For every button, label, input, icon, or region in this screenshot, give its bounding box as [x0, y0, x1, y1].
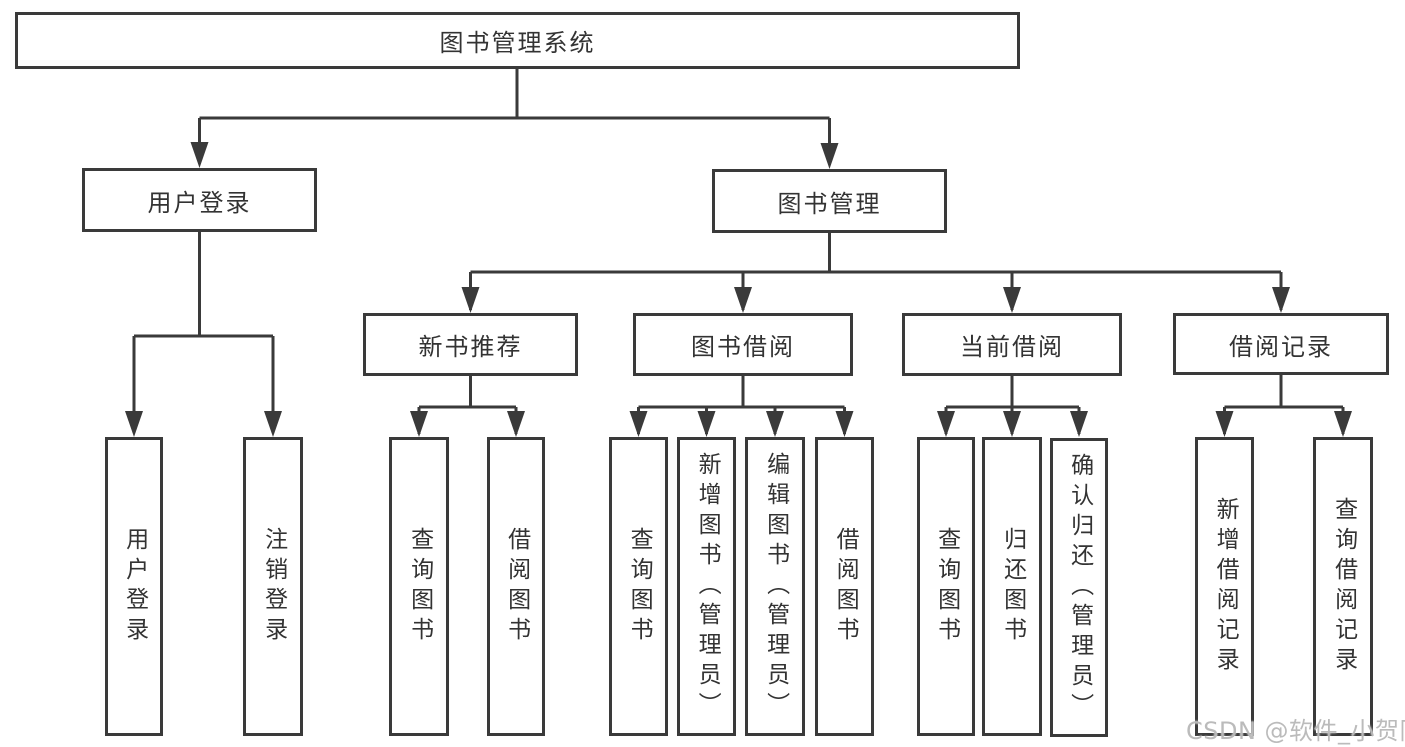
leaf-add-borrow-record: 新增借阅记录: [1195, 437, 1254, 736]
node-book-management: 图书管理: [712, 169, 947, 233]
leaf-query-borrow-record: 查询借阅记录: [1313, 437, 1373, 736]
node-borrow-records: 借阅记录: [1173, 313, 1389, 375]
leaf-query-books-current: 查询图书: [917, 437, 975, 736]
node-user-login: 用户登录: [82, 168, 317, 232]
leaf-return-books: 归还图书: [982, 437, 1042, 736]
leaf-query-books-borrow: 查询图书: [609, 437, 668, 736]
node-new-book-recommend: 新书推荐: [363, 313, 578, 376]
leaf-query-books-recommend: 查询图书: [389, 437, 449, 736]
leaf-confirm-return-admin: 确认归还（管理员）: [1050, 438, 1108, 737]
leaf-user-login: 用户登录: [105, 437, 163, 736]
csdn-watermark: CSDN @软件_小贺同学: [1186, 717, 1405, 745]
leaf-logout: 注销登录: [243, 437, 303, 736]
leaf-borrow-books-borrow: 借阅图书: [815, 437, 874, 736]
node-book-borrow: 图书借阅: [633, 313, 853, 376]
leaf-add-books-admin: 新增图书（管理员）: [677, 437, 736, 736]
node-current-borrow: 当前借阅: [902, 313, 1122, 376]
node-root-system: 图书管理系统: [15, 12, 1020, 69]
leaf-borrow-books-recommend: 借阅图书: [487, 437, 545, 736]
arrowheads: [125, 142, 1352, 437]
leaf-edit-books-admin: 编辑图书（管理员）: [745, 437, 805, 736]
tree-edges: [132, 69, 1345, 434]
